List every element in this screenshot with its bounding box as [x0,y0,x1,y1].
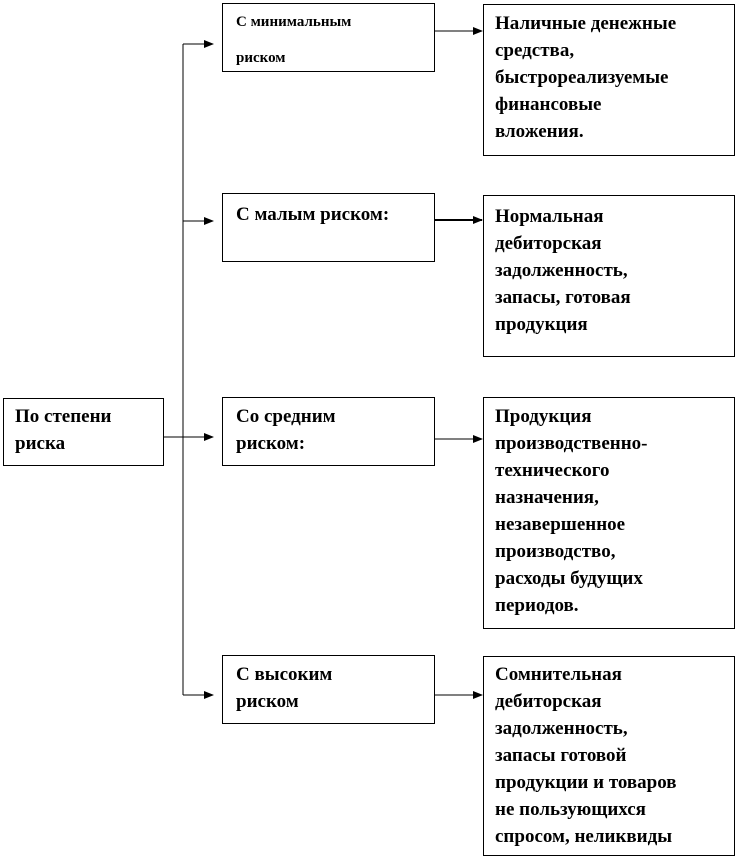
items-box-high-risk: Сомнительная дебиторская задолженность, … [483,656,735,856]
items-box-low-risk: Нормальная дебиторская задолженность, за… [483,195,735,357]
category-label: Со средним риском: [236,406,336,454]
category-box-medium-risk: Со средним риском: [222,397,435,466]
category-box-minimal-risk: С минимальным риском [222,3,435,72]
items-text: Наличные денежные средства, быстрореализ… [495,13,677,142]
items-box-minimal-risk: Наличные денежные средства, быстрореализ… [483,4,735,156]
category-box-high-risk: С высоким риском [222,655,435,724]
root-label: По степени риска [15,406,112,454]
items-box-medium-risk: Продукция производственно- технического … [483,397,735,629]
items-text: Нормальная дебиторская задолженность, за… [495,206,631,335]
category-box-low-risk: С малым риском: [222,193,435,262]
category-label: С высоким риском [236,664,333,712]
root-box: По степени риска [3,398,164,466]
category-label: С малым риском: [236,204,390,225]
category-label: С минимальным риском [236,14,352,66]
items-text: Продукция производственно- технического … [495,406,648,616]
items-text: Сомнительная дебиторская задолженность, … [495,664,677,847]
